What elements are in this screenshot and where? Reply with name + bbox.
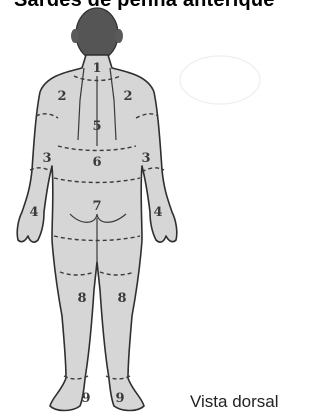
right-ear [115,29,123,43]
region-label-9-left: 9 [81,391,90,406]
region-label-5: 5 [92,119,101,134]
region-label-4-right: 4 [153,205,162,220]
figure-caption: Vista dorsal [190,392,279,412]
region-label-3-right: 3 [141,151,150,166]
region-label-7: 7 [92,199,101,214]
region-label-3-left: 3 [42,151,51,166]
background-smudge [180,56,260,104]
left-ear [71,29,79,43]
head [76,8,118,60]
region-label-8-left: 8 [77,291,86,306]
region-label-4-left: 4 [29,205,38,220]
region-label-2-left: 2 [57,89,66,104]
region-label-6: 6 [92,155,101,170]
region-label-2-right: 2 [123,89,132,104]
region-label-9-right: 9 [115,391,124,406]
region-label-8-right: 8 [117,291,126,306]
region-label-1: 1 [92,61,101,76]
